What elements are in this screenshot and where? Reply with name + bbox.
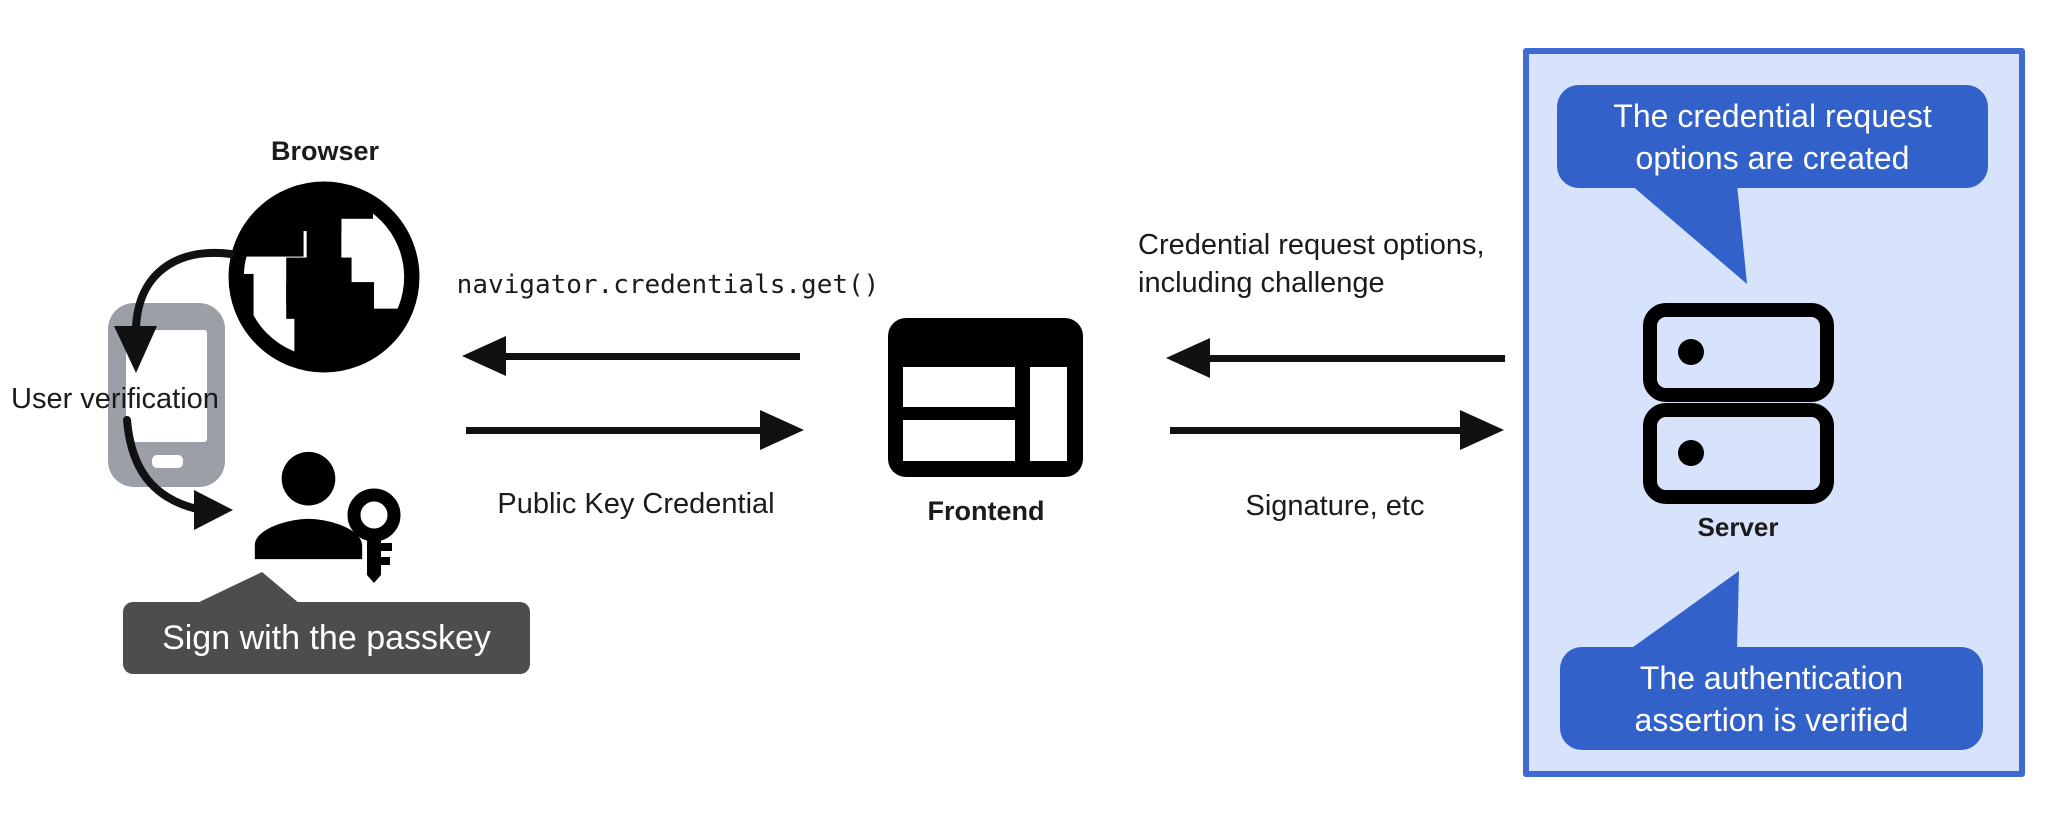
public-key-credential-label: Public Key Credential — [497, 488, 775, 520]
passkey-tooltip: Sign with the passkey — [123, 602, 530, 674]
signature-etc-label: Signature, etc — [1245, 490, 1425, 522]
credential-request-options-label: Credential request options, including ch… — [1138, 229, 1485, 299]
person-icon — [254, 451, 363, 560]
bubble-credential-request-created: The credential request options are creat… — [1557, 85, 1988, 188]
server-icon — [1643, 303, 1834, 504]
frontend-window-icon — [888, 318, 1083, 477]
browser-label: Browser — [270, 136, 380, 166]
bubble-assertion-verified: The authentication assertion is verified — [1560, 647, 1983, 750]
globe-icon — [228, 181, 420, 373]
credentials-get-code-label: navigator.credentials.get() — [456, 270, 880, 300]
frontend-label: Frontend — [927, 496, 1045, 526]
server-label: Server — [1697, 512, 1779, 542]
user-verification-label: User verification — [11, 383, 219, 415]
key-icon — [347, 488, 401, 583]
